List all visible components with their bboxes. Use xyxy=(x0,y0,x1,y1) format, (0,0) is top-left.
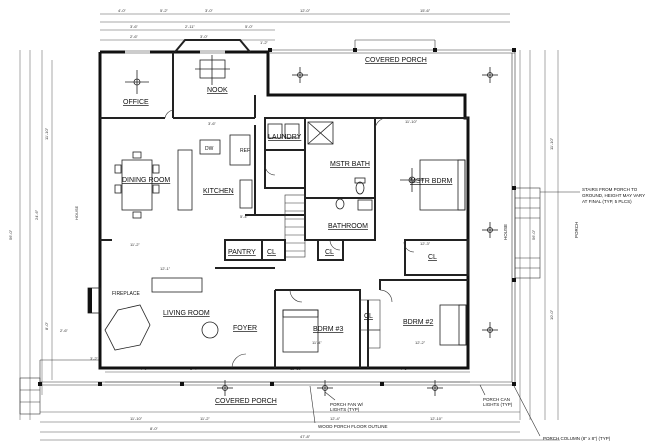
label-cl-right: CL xyxy=(428,254,437,261)
svg-text:2'-6": 2'-6" xyxy=(130,34,139,39)
svg-text:11'-10": 11'-10" xyxy=(130,416,143,421)
note-stairs-1: STAIRS FROM PORCH TO xyxy=(582,187,638,192)
svg-text:12'-0": 12'-0" xyxy=(300,8,311,13)
interior-walls xyxy=(100,52,469,368)
label-pantry: PANTRY xyxy=(228,249,256,256)
label-laundry: LAUNDRY xyxy=(268,134,302,141)
svg-text:5'-0": 5'-0" xyxy=(245,24,254,29)
svg-text:3'-0": 3'-0" xyxy=(200,34,209,39)
dimension-texts: 4'-0" 5'-2" 3'-0" 12'-0" 15'-6" 3'-6" 2'… xyxy=(8,8,554,439)
note-porch-fan-1: PORCH FAN W/ xyxy=(330,402,364,407)
label-living: LIVING ROOM xyxy=(163,310,210,317)
svg-text:4'-0": 4'-0" xyxy=(118,8,127,13)
label-bdrm3: BDRM #3 xyxy=(313,326,343,333)
label-mstr-bdrm: MSTR BDRM xyxy=(410,178,453,185)
note-stairs-3: AT FINAL (TYP, 5 PLCS) xyxy=(582,199,632,204)
svg-text:56'-0": 56'-0" xyxy=(531,229,536,240)
svg-text:56'-0": 56'-0" xyxy=(8,229,13,240)
annotations: STAIRS FROM PORCH TO GROUND, HEIGHT MAY … xyxy=(309,187,645,441)
svg-text:12'-3": 12'-3" xyxy=(420,241,431,246)
label-foyer: FOYER xyxy=(233,325,257,332)
fixtures xyxy=(87,55,498,396)
svg-text:2'-11": 2'-11" xyxy=(185,24,195,29)
svg-text:12'-1": 12'-1" xyxy=(160,266,171,271)
svg-text:11'-2": 11'-2" xyxy=(200,416,210,421)
svg-text:5'-4": 5'-4" xyxy=(240,214,249,219)
label-mstr-bath: MSTR BATH xyxy=(330,161,370,168)
svg-text:8'-0": 8'-0" xyxy=(44,321,49,330)
svg-text:11'-10": 11'-10" xyxy=(405,119,418,124)
label-fireplace: FIREPLACE xyxy=(112,291,140,297)
svg-text:11'-2": 11'-2" xyxy=(130,242,140,247)
svg-text:1'-2": 1'-2" xyxy=(260,40,269,45)
svg-text:12'-2": 12'-2" xyxy=(415,340,426,345)
label-dw: DW xyxy=(205,146,214,152)
note-porch-fan-2: LIGHTS (TYP) xyxy=(330,407,360,412)
svg-text:5'-2": 5'-2" xyxy=(160,8,169,13)
svg-text:HOUSE: HOUSE xyxy=(74,205,79,220)
label-cl-pantry: CL xyxy=(267,249,276,256)
note-porch-can-1: PORCH CAN xyxy=(483,397,510,402)
svg-text:3'-6": 3'-6" xyxy=(208,121,217,126)
svg-text:47'-8": 47'-8" xyxy=(300,434,311,439)
label-bathroom: BATHROOM xyxy=(328,223,368,230)
note-porch-column: PORCH COLUMN (8" x 8") (TYP) xyxy=(543,436,611,441)
note-wood-porch: WOOD PORCH FLOOR OUTLINE xyxy=(318,424,388,429)
note-stairs-2: GROUND, HEIGHT MAY VARY xyxy=(582,193,645,198)
label-cl-bath: CL xyxy=(325,249,334,256)
label-covered-porch-bottom: COVERED PORCH xyxy=(215,398,277,405)
room-labels: OFFICE NOOK LAUNDRY DINING ROOM KITCHEN … xyxy=(112,57,453,405)
svg-text:12'-10": 12'-10" xyxy=(430,416,443,421)
label-dining: DINING ROOM xyxy=(122,177,170,184)
label-kitchen: KITCHEN xyxy=(203,188,234,195)
label-dining-text: DINING ROOM xyxy=(122,177,170,184)
svg-text:3'-2": 3'-2" xyxy=(90,356,99,361)
label-ref: REF xyxy=(240,148,250,154)
svg-text:3'-6": 3'-6" xyxy=(130,24,139,29)
svg-text:12'-4": 12'-4" xyxy=(330,416,341,421)
label-cl-bdrm: CL xyxy=(364,313,373,320)
svg-text:11'-4": 11'-4" xyxy=(312,340,322,345)
label-nook: NOOK xyxy=(207,87,228,94)
svg-text:2'-6": 2'-6" xyxy=(60,328,69,333)
svg-text:15'-6": 15'-6" xyxy=(420,8,431,13)
svg-text:8'-0": 8'-0" xyxy=(150,426,159,431)
svg-text:11'-10": 11'-10" xyxy=(44,127,49,140)
note-house-side: HOUSE xyxy=(503,224,508,240)
svg-text:10'-0": 10'-0" xyxy=(549,309,554,320)
porch-outline xyxy=(19,39,541,415)
note-porch-can-2: LIGHTS (TYP) xyxy=(483,402,513,407)
note-porch-side: PORCH xyxy=(574,222,579,238)
label-office: OFFICE xyxy=(123,99,149,106)
svg-text:24'-6": 24'-6" xyxy=(34,209,39,220)
svg-text:3'-0": 3'-0" xyxy=(205,8,214,13)
label-covered-porch-top: COVERED PORCH xyxy=(365,57,427,64)
label-bdrm2: BDRM #2 xyxy=(403,319,433,326)
svg-text:11'-10": 11'-10" xyxy=(549,137,554,150)
